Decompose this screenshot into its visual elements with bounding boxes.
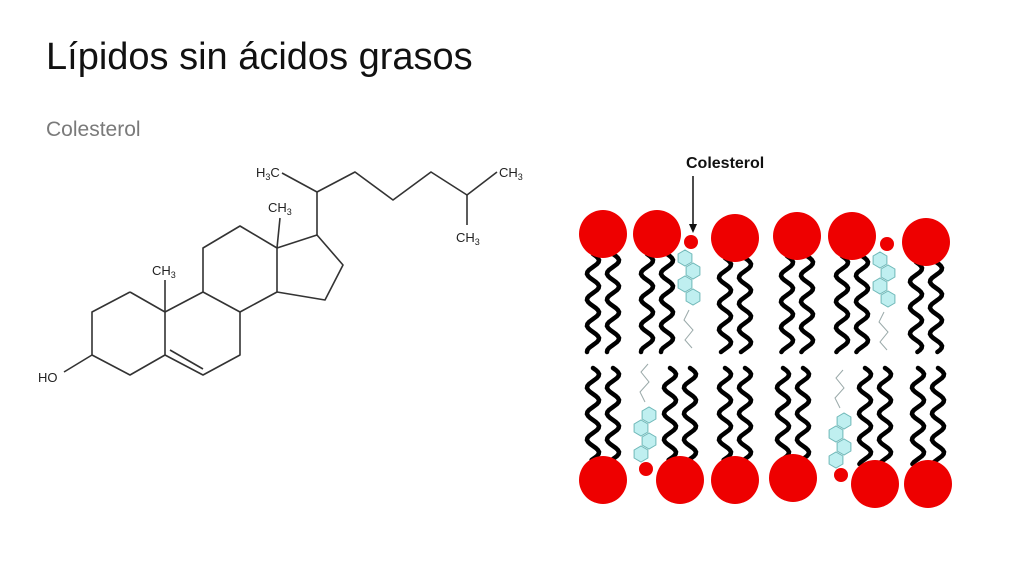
phospholipid-head-bottom-4 <box>851 460 899 508</box>
phospholipid-head-bottom-5 <box>904 460 952 508</box>
top-tail-left-3 <box>778 253 796 355</box>
bottom-tail-left-0 <box>584 365 602 463</box>
callout-arrow-head <box>689 224 697 233</box>
bottom-tail-right-4 <box>876 365 894 467</box>
ho-label: HO <box>38 370 58 385</box>
slide-subtitle: Colesterol <box>46 118 141 141</box>
phospholipid-head-top-2 <box>711 214 759 262</box>
phospholipid-head-top-3 <box>773 212 821 260</box>
membrane-diagram: Colesterol <box>579 155 952 508</box>
top-tail-left-4 <box>833 253 851 355</box>
top-tail-left-1 <box>638 251 656 355</box>
ho-bond <box>63 354 93 373</box>
cholesterol-molecule-bottom-1 <box>633 363 657 463</box>
methyl-c27-label: CH3 <box>456 230 480 247</box>
methyl-c21-label: H3C <box>256 165 280 182</box>
top-tail-left-5 <box>907 259 925 355</box>
bottom-tail-left-2 <box>716 365 734 463</box>
top-tail-right-2 <box>736 255 754 355</box>
side-chain-2 <box>316 171 498 201</box>
cholesterol-molecule-top-2 <box>872 251 896 351</box>
top-tail-left-0 <box>584 251 602 355</box>
methyl-c18-label: CH3 <box>268 200 292 217</box>
cholesterol-oh-top-2 <box>880 237 894 251</box>
phospholipid-head-bottom-0 <box>579 456 627 504</box>
double-bond <box>169 349 204 370</box>
phospholipid-head-top-4 <box>828 212 876 260</box>
bottom-tail-right-2 <box>736 365 754 463</box>
top-tail-right-1 <box>658 251 676 355</box>
side-chain <box>281 172 318 235</box>
top-tail-right-4 <box>853 253 871 355</box>
cholesterol-molecule-top-1 <box>677 249 701 349</box>
bottom-tail-right-5 <box>929 365 947 467</box>
ring-a <box>91 291 166 376</box>
top-tail-right-5 <box>927 259 945 355</box>
bottom-tail-right-1 <box>681 365 699 463</box>
bottom-tail-left-1 <box>661 365 679 463</box>
top-tail-right-3 <box>798 253 816 355</box>
top-tail-right-0 <box>604 251 622 355</box>
bottom-tail-left-4 <box>856 365 874 467</box>
ring-d <box>276 234 344 301</box>
bottom-tail-right-0 <box>604 365 622 463</box>
phospholipid-head-bottom-2 <box>711 456 759 504</box>
phospholipid-head-top-0 <box>579 210 627 258</box>
cholesterol-oh-bottom-2 <box>834 468 848 482</box>
phospholipid-head-top-5 <box>902 218 950 266</box>
phospholipid-head-top-1 <box>633 210 681 258</box>
phospholipid-head-bottom-3 <box>769 454 817 502</box>
slide-title: Lípidos sin ácidos grasos <box>46 36 473 78</box>
bottom-tail-left-3 <box>774 365 792 461</box>
top-tail-left-2 <box>716 255 734 355</box>
methyl-c26-label: CH3 <box>499 165 523 182</box>
cholesterol-oh-top-1 <box>684 235 698 249</box>
ring-c <box>202 225 278 313</box>
ring-b <box>164 291 241 376</box>
phospholipid-head-bottom-1 <box>656 456 704 504</box>
cholesterol-molecule-bottom-2 <box>828 369 852 469</box>
cholesterol-oh-bottom-1 <box>639 462 653 476</box>
colesterol-callout: Colesterol <box>686 155 764 172</box>
methyl-c19-label: CH3 <box>152 263 176 280</box>
bottom-tail-right-3 <box>794 365 812 461</box>
cholesterol-structure: HO CH3 CH3 H3C CH3 CH3 <box>38 165 523 385</box>
bottom-tail-left-5 <box>909 365 927 467</box>
c18-bond <box>276 217 281 249</box>
membrane-layer <box>579 210 952 508</box>
